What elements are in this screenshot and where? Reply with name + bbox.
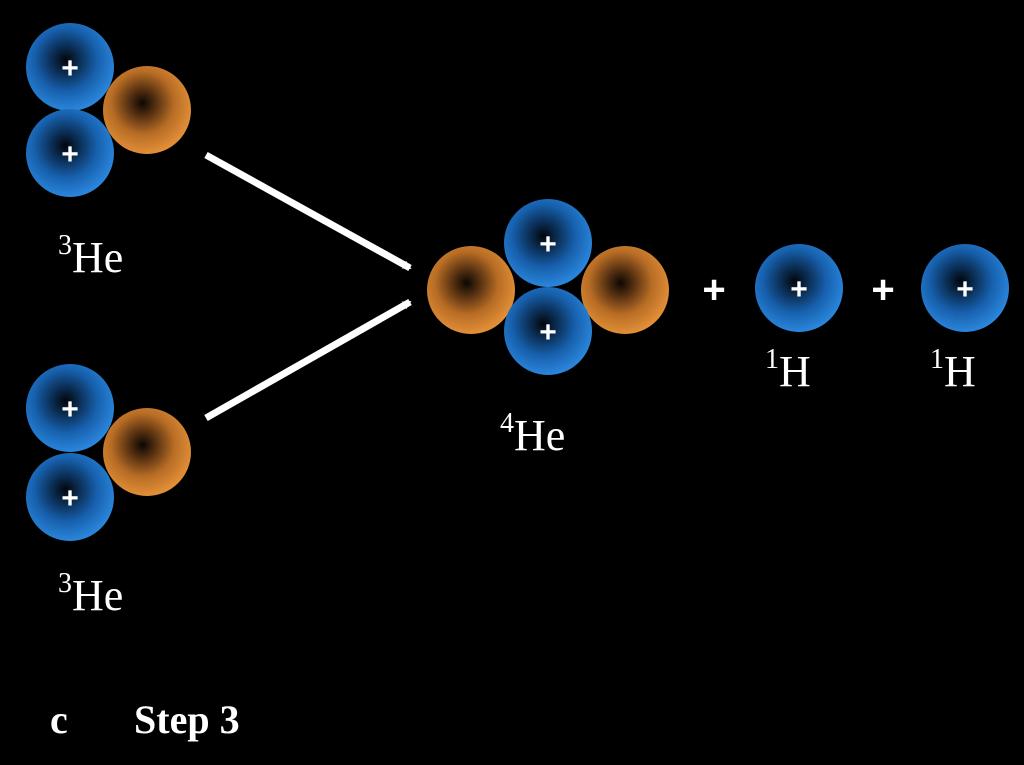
released-second-label: 1H <box>930 344 976 396</box>
proton-charge-label: + <box>539 316 557 349</box>
figure-caption: c Step 3 <box>50 697 240 742</box>
mass-number: 4 <box>500 408 514 439</box>
element-symbol: He <box>72 571 123 620</box>
proton-charge-label: + <box>61 482 79 515</box>
released-hydrogen1-first: + 1H <box>755 244 843 396</box>
mass-number: 3 <box>58 230 72 261</box>
neutron <box>103 66 191 154</box>
proton: + <box>26 453 114 541</box>
proton: + <box>26 109 114 197</box>
plus-sign: + <box>871 268 894 312</box>
proton-charge-label: + <box>790 273 808 306</box>
element-symbol: H <box>944 347 976 396</box>
panel-letter: c <box>50 697 68 742</box>
mass-number: 1 <box>930 344 944 375</box>
product-label: 4He <box>500 408 565 460</box>
element-symbol: H <box>779 347 811 396</box>
proton: + <box>755 244 843 332</box>
proton: + <box>921 244 1009 332</box>
reaction-arrow-bottom <box>204 298 412 422</box>
reactant-helium3-bottom: + + 3He <box>26 364 191 620</box>
proton-charge-label: + <box>539 228 557 261</box>
reaction-arrow-top <box>204 151 412 272</box>
proton-charge-label: + <box>61 138 79 171</box>
proton-charge-label: + <box>61 52 79 85</box>
released-hydrogen1-second: + 1H <box>921 244 1009 396</box>
mass-number: 1 <box>765 344 779 375</box>
element-symbol: He <box>514 411 565 460</box>
released-first-label: 1H <box>765 344 811 396</box>
reactant-helium3-top: + + 3He <box>26 23 191 282</box>
plus-sign: + <box>702 268 725 312</box>
product-helium4: + + 4He <box>427 199 669 460</box>
neutron <box>581 246 669 334</box>
proton-charge-label: + <box>956 273 974 306</box>
proton: + <box>26 23 114 111</box>
caption-text: Step 3 <box>134 697 240 742</box>
element-symbol: He <box>72 233 123 282</box>
mass-number: 3 <box>58 568 72 599</box>
proton: + <box>26 364 114 452</box>
neutron <box>103 408 191 496</box>
proton: + <box>504 287 592 375</box>
reactant-bottom-label: 3He <box>58 568 123 620</box>
proton: + <box>504 199 592 287</box>
neutron <box>427 246 515 334</box>
proton-charge-label: + <box>61 393 79 426</box>
reactant-top-label: 3He <box>58 230 123 282</box>
